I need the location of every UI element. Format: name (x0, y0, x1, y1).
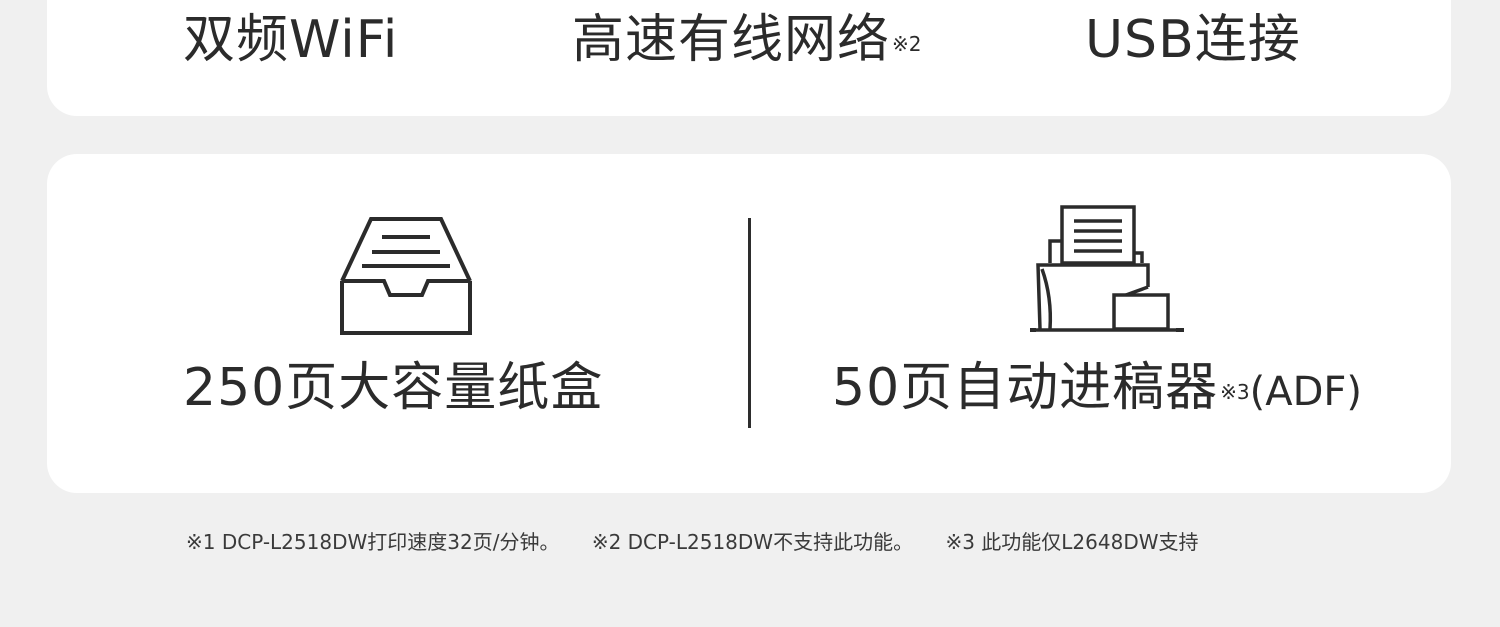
feature-dual-band-wifi: 双频WiFi (183, 8, 398, 72)
feature-paper-tray: 250页大容量纸盒 (183, 356, 603, 420)
footnote-marker: ※2 (892, 32, 922, 56)
paper-tray-icon (338, 215, 474, 337)
divider (748, 218, 751, 428)
footnotes: ※1 DCP-L2518DW打印速度32页/分钟。 ※2 DCP-L2518DW… (186, 528, 1225, 556)
footnote-3: ※3 此功能仅L2648DW支持 (945, 530, 1199, 554)
connectivity-card (47, 0, 1451, 116)
feature-label: 250页大容量纸盒 (183, 358, 604, 418)
adf-suffix: (ADF) (1249, 369, 1363, 415)
feature-label: 双频WiFi (183, 10, 399, 70)
footnote-1: ※1 DCP-L2518DW打印速度32页/分钟。 (186, 530, 560, 554)
feature-label: 50页自动进稿器 (832, 358, 1219, 418)
footnote-2: ※2 DCP-L2518DW不支持此功能。 (591, 530, 914, 554)
feature-usb: USB连接 (1085, 8, 1301, 72)
feature-label: USB连接 (1085, 10, 1301, 70)
document-feeder-icon (1030, 203, 1184, 337)
footnote-marker: ※3 (1220, 380, 1250, 404)
feature-label: 高速有线网络 (572, 10, 891, 70)
feature-wired-network: 高速有线网络※2 (572, 8, 922, 72)
feature-adf: 50页自动进稿器※3(ADF) (832, 356, 1362, 424)
